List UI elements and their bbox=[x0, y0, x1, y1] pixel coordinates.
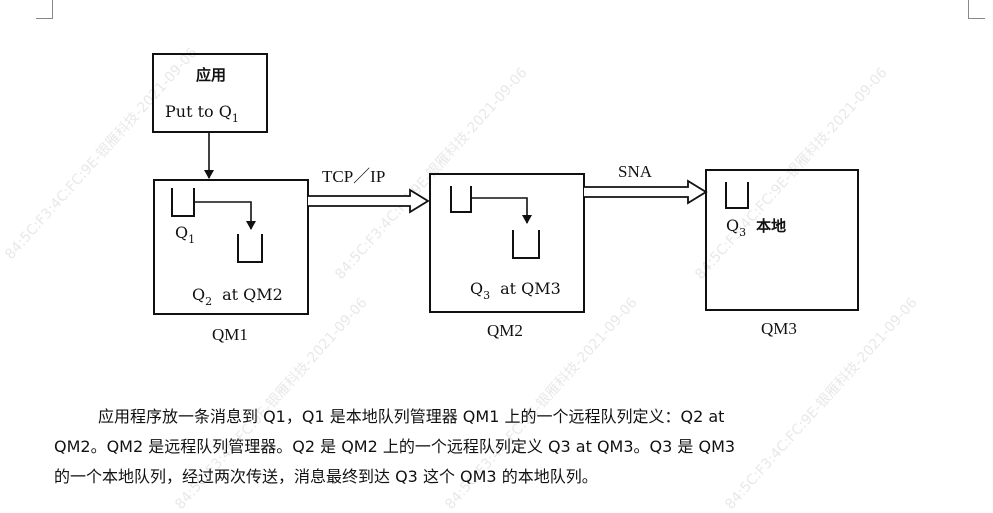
tcpip-label: TCP／IP bbox=[322, 167, 385, 186]
q1-to-q2-arrow bbox=[194, 201, 256, 230]
paragraph-line: 应用程序放一条消息到 Q1，Q1 是本地队列管理器 QM1 上的一个远程队列定义… bbox=[98, 407, 725, 426]
tcpip-link-arrow bbox=[308, 188, 430, 214]
application-box bbox=[152, 53, 268, 133]
put-to-q1-label: Put to Q1 bbox=[165, 102, 239, 125]
corner-mark-right bbox=[968, 0, 969, 18]
queue-q1-icon bbox=[171, 188, 195, 217]
q2-to-q3-arrow bbox=[471, 197, 532, 224]
queue-q2-icon bbox=[237, 234, 263, 263]
sna-label: SNA bbox=[618, 162, 653, 181]
corner-mark-left bbox=[52, 0, 53, 18]
qm1-box bbox=[153, 179, 309, 315]
q1-label: Q1 bbox=[175, 223, 195, 246]
qm1-name: QM1 bbox=[212, 325, 248, 344]
paragraph-line: QM2。QM2 是远程队列管理器。Q2 是 QM2 上的一个远程队列定义 Q3 … bbox=[54, 437, 736, 456]
queue-q3-local-icon bbox=[725, 182, 749, 209]
application-title: 应用 bbox=[196, 66, 226, 84]
qm3-name: QM3 bbox=[761, 319, 797, 338]
qm2-name: QM2 bbox=[487, 321, 523, 340]
description-paragraph: 应用程序放一条消息到 Q1，Q1 是本地队列管理器 QM1 上的一个远程队列定义… bbox=[54, 402, 970, 492]
queue-q3-icon bbox=[512, 230, 540, 259]
queue-q2-icon bbox=[450, 186, 472, 213]
paragraph-line: 的一个本地队列，经过两次传送，消息最终到达 Q3 这个 QM3 的本地队列。 bbox=[54, 467, 598, 486]
corner-mark-left-h bbox=[36, 18, 53, 19]
qm2-box bbox=[429, 173, 585, 313]
sna-link-arrow bbox=[584, 179, 708, 205]
qm3-box bbox=[705, 169, 859, 311]
corner-mark-right-h bbox=[968, 18, 985, 19]
